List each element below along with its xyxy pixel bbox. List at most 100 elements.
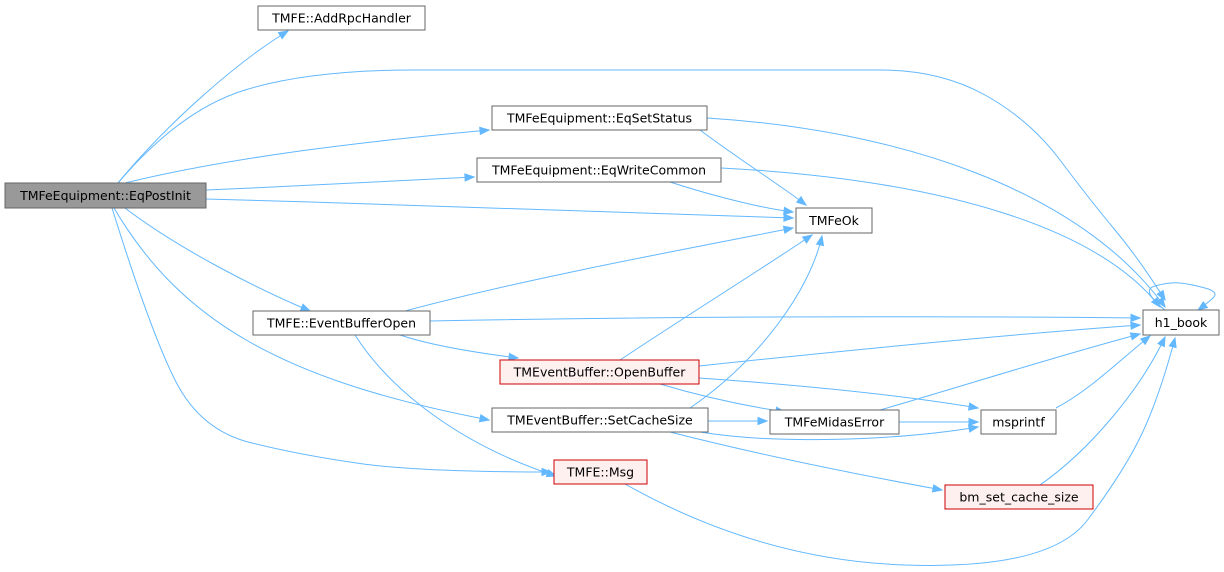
arrowhead-icon — [757, 416, 769, 426]
edge-eventbufferopen-to-openbuffer — [399, 334, 520, 362]
edge-line — [699, 426, 979, 441]
node-box — [769, 409, 900, 435]
node-label: TMEventBuffer::OpenBuffer — [513, 365, 687, 380]
edge-line — [399, 334, 519, 359]
edge-line — [619, 234, 813, 361]
edge-setcachesize-to-tmfeok — [689, 234, 825, 409]
edge-line — [354, 334, 557, 477]
arrowhead-icon — [479, 126, 491, 136]
node-tmfeok[interactable]: TMFeOk — [795, 207, 873, 234]
arrowhead-icon — [1196, 301, 1209, 311]
arrowhead-icon — [968, 417, 980, 427]
edge-line — [113, 207, 490, 421]
arrowhead-icon — [967, 424, 980, 433]
arrowhead-icon — [1130, 313, 1142, 323]
edge-eqpostinit-to-eqsetstatus — [124, 126, 491, 184]
node-eventbufferopen[interactable]: TMFE::EventBufferOpen — [252, 310, 431, 336]
edge-line — [689, 235, 823, 409]
edge-eqpostinit-to-eqwritecommon — [205, 173, 476, 191]
arrowhead-icon — [782, 225, 795, 234]
edge-msg-to-h1book — [624, 336, 1177, 566]
edge-midaserror-to-h1book — [879, 332, 1142, 411]
node-box — [980, 409, 1057, 435]
node-label: TMFE::AddRpcHandler — [271, 11, 412, 26]
node-box — [499, 359, 700, 385]
arrowhead-icon — [783, 213, 795, 222]
edge-line — [1039, 336, 1166, 486]
edge-line — [124, 207, 311, 312]
node-bmsetcache[interactable]: bm_set_cache_size — [944, 484, 1094, 510]
arrowhead-icon — [1155, 296, 1166, 309]
edge-eventbufferopen-to-h1book — [429, 313, 1142, 323]
edge-openbuffer-to-tmfeok — [619, 234, 814, 361]
node-box — [491, 105, 708, 131]
arrowhead-icon — [299, 303, 312, 312]
edge-line — [624, 337, 1176, 566]
edge-line — [205, 176, 475, 191]
edge-line — [1055, 335, 1151, 409]
edge-eqwritecommon-to-tmfeok — [669, 181, 795, 216]
edge-eventbufferopen-to-tmfeok — [404, 225, 795, 312]
arrowhead-icon — [815, 234, 825, 247]
nodes-layer: TMFeEquipment::EqPostInit TMFE::AddRpcHan… — [4, 5, 1220, 510]
node-label: TMFeEquipment::EqPostInit — [19, 188, 191, 203]
edge-line — [698, 377, 979, 409]
node-label: TMEventBuffer::SetCacheSize — [506, 413, 693, 428]
edge-eqpostinit-to-addrpchandler — [117, 30, 290, 184]
node-msprintf[interactable]: msprintf — [980, 409, 1057, 435]
node-addrpchandler[interactable]: TMFE::AddRpcHandler — [257, 5, 426, 31]
node-box — [1142, 309, 1220, 336]
arrowhead-icon — [931, 484, 944, 493]
node-label: TMFeMidasError — [784, 415, 885, 430]
node-box — [252, 310, 431, 336]
node-h1book[interactable]: h1_book — [1142, 309, 1220, 336]
edge-line — [205, 198, 794, 219]
edge-bmsetcache-to-h1book — [1039, 335, 1166, 486]
edge-eqpostinit-to-setcachesize — [113, 207, 491, 423]
node-box — [795, 207, 873, 234]
edge-line — [429, 316, 1141, 322]
edge-msprintf-to-h1book — [1055, 335, 1152, 409]
arrowhead-icon — [478, 414, 491, 423]
node-eqwritecommon[interactable]: TMFeEquipment::EqWriteCommon — [476, 157, 722, 183]
node-box — [476, 157, 722, 183]
edge-eqpostinit-to-h1book — [117, 69, 1166, 302]
node-eqsetstatus[interactable]: TMFeEquipment::EqSetStatus — [491, 105, 708, 131]
arrowhead-icon — [1156, 289, 1166, 302]
arrowhead-icon — [541, 467, 553, 477]
edge-setcachesize-to-msprintf — [699, 424, 980, 441]
node-box — [491, 407, 709, 433]
edge-eqpostinit-to-msg — [111, 207, 553, 477]
node-msg[interactable]: TMFE::Msg — [553, 459, 648, 485]
edge-midaserror-to-msprintf — [898, 417, 980, 427]
node-label: TMFeEquipment::EqWriteCommon — [491, 163, 706, 178]
node-label: bm_set_cache_size — [959, 490, 1079, 505]
node-eqpostinit: TMFeEquipment::EqPostInit — [4, 182, 207, 209]
edge-setcachesize-to-midaserror — [707, 416, 769, 426]
node-label: msprintf — [992, 415, 1045, 430]
arrowhead-icon — [277, 30, 290, 40]
edge-line — [404, 227, 794, 312]
arrowhead-icon — [783, 206, 795, 216]
arrowhead-icon — [1139, 335, 1152, 346]
node-openbuffer[interactable]: TMEventBuffer::OpenBuffer — [499, 359, 700, 385]
arrowhead-icon — [464, 173, 476, 182]
arrowhead-icon — [1157, 335, 1166, 348]
edge-eqsetstatus-to-h1book — [706, 117, 1166, 309]
node-midaserror[interactable]: TMFeMidasError — [769, 409, 900, 435]
edge-eqpostinit-to-tmfeok — [205, 198, 795, 222]
node-label: TMFeEquipment::EqSetStatus — [506, 111, 692, 126]
node-setcachesize[interactable]: TMEventBuffer::SetCacheSize — [491, 407, 709, 433]
edge-line — [720, 167, 1161, 308]
arrowhead-icon — [967, 402, 980, 411]
edge-line — [117, 69, 1166, 301]
edge-setcachesize-to-bmsetcache — [669, 431, 944, 493]
edge-line — [879, 333, 1141, 411]
edge-eventbufferopen-to-msg — [354, 334, 558, 478]
edge-line — [706, 117, 1166, 308]
arrowhead-icon — [1168, 336, 1177, 349]
node-label: TMFE::Msg — [566, 465, 634, 480]
edge-line — [669, 181, 794, 213]
node-box — [4, 182, 207, 209]
node-label: h1_book — [1155, 315, 1208, 330]
